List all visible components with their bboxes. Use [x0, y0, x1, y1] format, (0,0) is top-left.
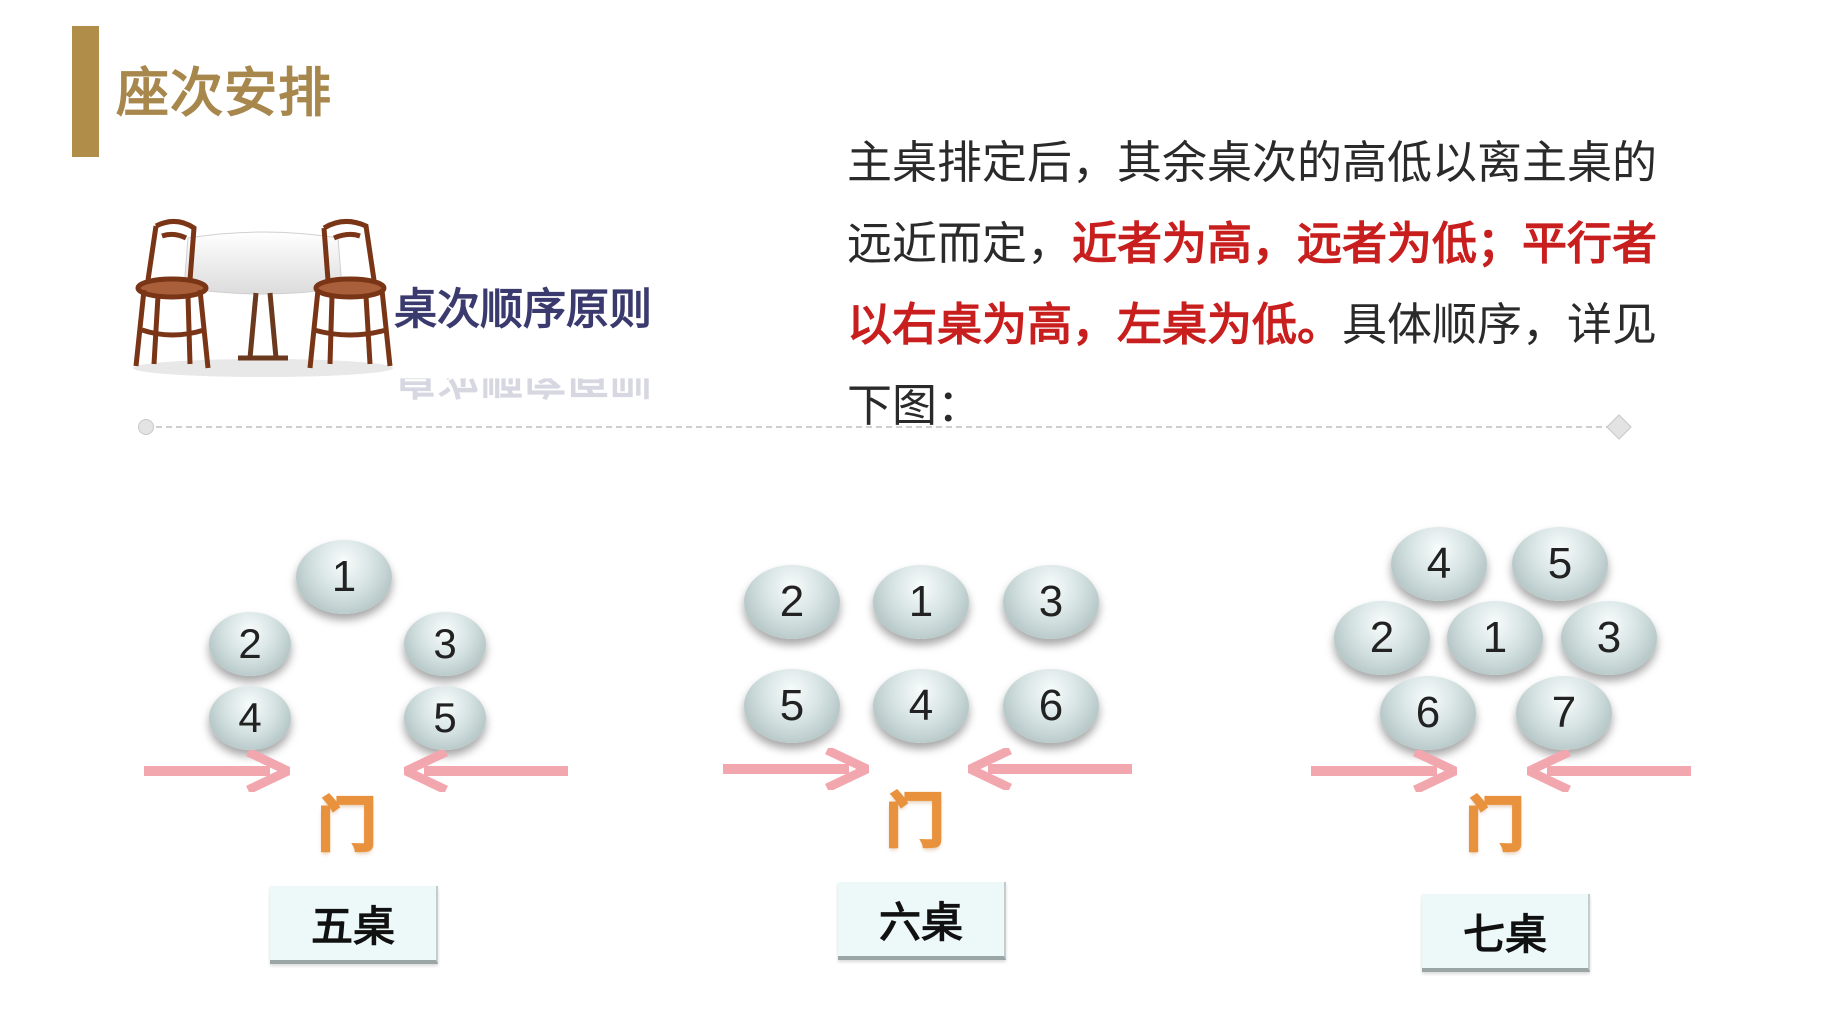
page-title: 座次安排 [116, 63, 332, 124]
table-circle: 5 [404, 686, 486, 750]
seating-principle-paragraph: 主桌排定后，其余桌次的高低以离主桌的远近而定，近者为高，远者为低；平行者以右桌为… [847, 122, 1697, 446]
table-circle: 2 [744, 565, 840, 639]
table-circle: 4 [1391, 527, 1487, 601]
divider-dot-icon [138, 419, 154, 435]
table-circle: 7 [1516, 676, 1612, 750]
table-circle: 4 [873, 669, 969, 743]
table-circle: 6 [1380, 676, 1476, 750]
section-subtitle-reflection: 桌次顺序原则 [394, 351, 652, 402]
table-circle: 2 [1334, 601, 1430, 675]
arrow-right-icon [144, 750, 290, 792]
door-label: 门 [1464, 791, 1525, 859]
arrow-left-icon [404, 750, 568, 792]
arrow-left-icon [1527, 750, 1691, 792]
table-circle: 3 [1003, 565, 1099, 639]
table-circle: 4 [209, 686, 291, 750]
table-chairs-illustration [133, 219, 393, 377]
door-label: 门 [316, 791, 377, 859]
table-circle: 2 [209, 612, 291, 676]
table-circle: 1 [873, 565, 969, 639]
table-circle: 6 [1003, 669, 1099, 743]
table-circle: 1 [1447, 601, 1543, 675]
table-circle: 3 [404, 612, 486, 676]
table-circle: 5 [1512, 527, 1608, 601]
layout-label: 七桌 [1422, 894, 1590, 972]
section-subtitle: 桌次顺序原则 [394, 285, 652, 335]
door-label: 门 [884, 787, 945, 855]
paragraph-highlight: 近者为高，远者为低；平行者以右桌为高，左桌为低。 [847, 217, 1658, 351]
arrow-left-icon [968, 748, 1132, 790]
paragraph-text-2: 具体顺序，详见下图： [847, 298, 1658, 432]
table-circle: 3 [1561, 601, 1657, 675]
title-accent-bar [72, 26, 99, 157]
paragraph-text-1: 主桌排定后，其余桌次的高低以离主桌的远近而定， [847, 136, 1658, 270]
table-circle: 5 [744, 669, 840, 743]
arrow-right-icon [723, 748, 869, 790]
arrow-right-icon [1311, 750, 1457, 792]
layout-label: 六桌 [838, 882, 1006, 960]
layout-label: 五桌 [270, 886, 438, 964]
divider-line [146, 426, 1622, 428]
table-circle: 1 [296, 540, 392, 614]
